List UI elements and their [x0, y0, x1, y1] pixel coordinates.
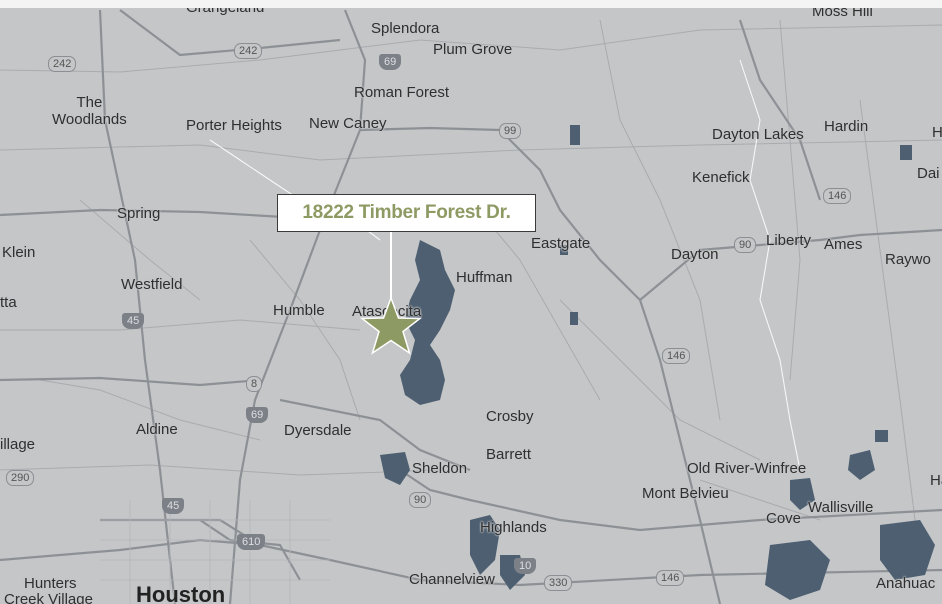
marker-pointer-line — [390, 232, 392, 324]
route-shield-290: 290 — [6, 470, 35, 486]
place-humble: Humble — [273, 302, 325, 319]
interstate-shield-45-north: 45 — [122, 313, 145, 329]
place-hardin: Hardin — [824, 118, 869, 135]
place-h-edge: H — [932, 124, 942, 141]
route-shield-146-middle: 146 — [662, 348, 691, 364]
place-h-edge2: Ha — [930, 472, 942, 489]
place-westfield: Westfield — [121, 276, 183, 293]
place-old-river-winfree: Old River-Winfree — [687, 460, 807, 477]
interstate-shield-45-south: 45 — [162, 498, 185, 514]
place-dayton-lakes: Dayton Lakes — [712, 126, 804, 143]
route-shield-242-west: 242 — [48, 56, 77, 72]
place-daisetta: Dai — [917, 165, 940, 182]
place-crosby: Crosby — [486, 408, 534, 425]
star-marker-icon[interactable] — [360, 296, 422, 356]
place-raywood: Raywo — [885, 251, 931, 268]
route-shield-8: 8 — [246, 376, 263, 392]
place-kenefick: Kenefick — [692, 169, 750, 186]
place-plum-grove: Plum Grove — [433, 41, 513, 58]
route-shield-99: 99 — [499, 123, 522, 139]
place-ames: Ames — [824, 236, 863, 253]
place-grangeland: Grangeland — [186, 8, 264, 16]
place-channelview: Channelview — [409, 571, 495, 588]
interstate-shield-10: 10 — [514, 558, 537, 574]
place-eastgate: Eastgate — [531, 235, 591, 252]
route-shield-146-south: 146 — [656, 570, 685, 586]
place-aldine: Aldine — [136, 421, 178, 438]
route-shield-242-east: 242 — [234, 43, 263, 59]
place-spring: Spring — [117, 205, 161, 222]
place-hunters-creek-line2: Creek Village — [4, 591, 93, 604]
place-barrett: Barrett — [486, 446, 532, 463]
address-callout[interactable]: 18222 Timber Forest Dr. — [277, 194, 536, 232]
place-village: illage — [0, 436, 36, 453]
place-klein: Klein — [2, 244, 36, 261]
place-mont-belvieu: Mont Belvieu — [642, 485, 729, 502]
place-the-woodlands: The Woodlands — [52, 94, 127, 128]
place-highlands: Highlands — [480, 519, 547, 536]
map-base-layer — [0, 9, 942, 604]
map-canvas[interactable]: Grangeland Moss Hill Splendora Plum Grov… — [0, 8, 942, 604]
place-new-caney: New Caney — [309, 115, 387, 132]
place-tta: tta — [0, 294, 17, 311]
interstate-shield-610: 610 — [237, 534, 266, 550]
interstate-shield-69-south: 69 — [246, 407, 269, 423]
place-splendora: Splendora — [371, 20, 440, 37]
place-roman-forest: Roman Forest — [354, 84, 450, 101]
route-shield-146-north: 146 — [823, 188, 852, 204]
place-liberty: Liberty — [766, 232, 812, 249]
top-bar — [0, 0, 942, 8]
place-sheldon: Sheldon — [412, 460, 468, 477]
place-houston: Houston — [136, 582, 226, 604]
us-shield-90-west: 90 — [409, 492, 432, 508]
place-hunters-creek-line1: Hunters — [24, 575, 77, 592]
interstate-shield-69-north: 69 — [379, 54, 402, 70]
place-porter-heights: Porter Heights — [186, 117, 282, 134]
place-dyersdale: Dyersdale — [284, 422, 352, 439]
place-huffman: Huffman — [456, 269, 513, 286]
place-wallisville: Wallisville — [808, 499, 874, 516]
place-anahuac: Anahuac — [876, 575, 936, 592]
place-moss-hill: Moss Hill — [812, 8, 873, 20]
place-cove: Cove — [766, 510, 802, 527]
route-shield-330: 330 — [544, 575, 573, 591]
place-dayton: Dayton — [671, 246, 719, 263]
us-shield-90-east: 90 — [734, 237, 757, 253]
